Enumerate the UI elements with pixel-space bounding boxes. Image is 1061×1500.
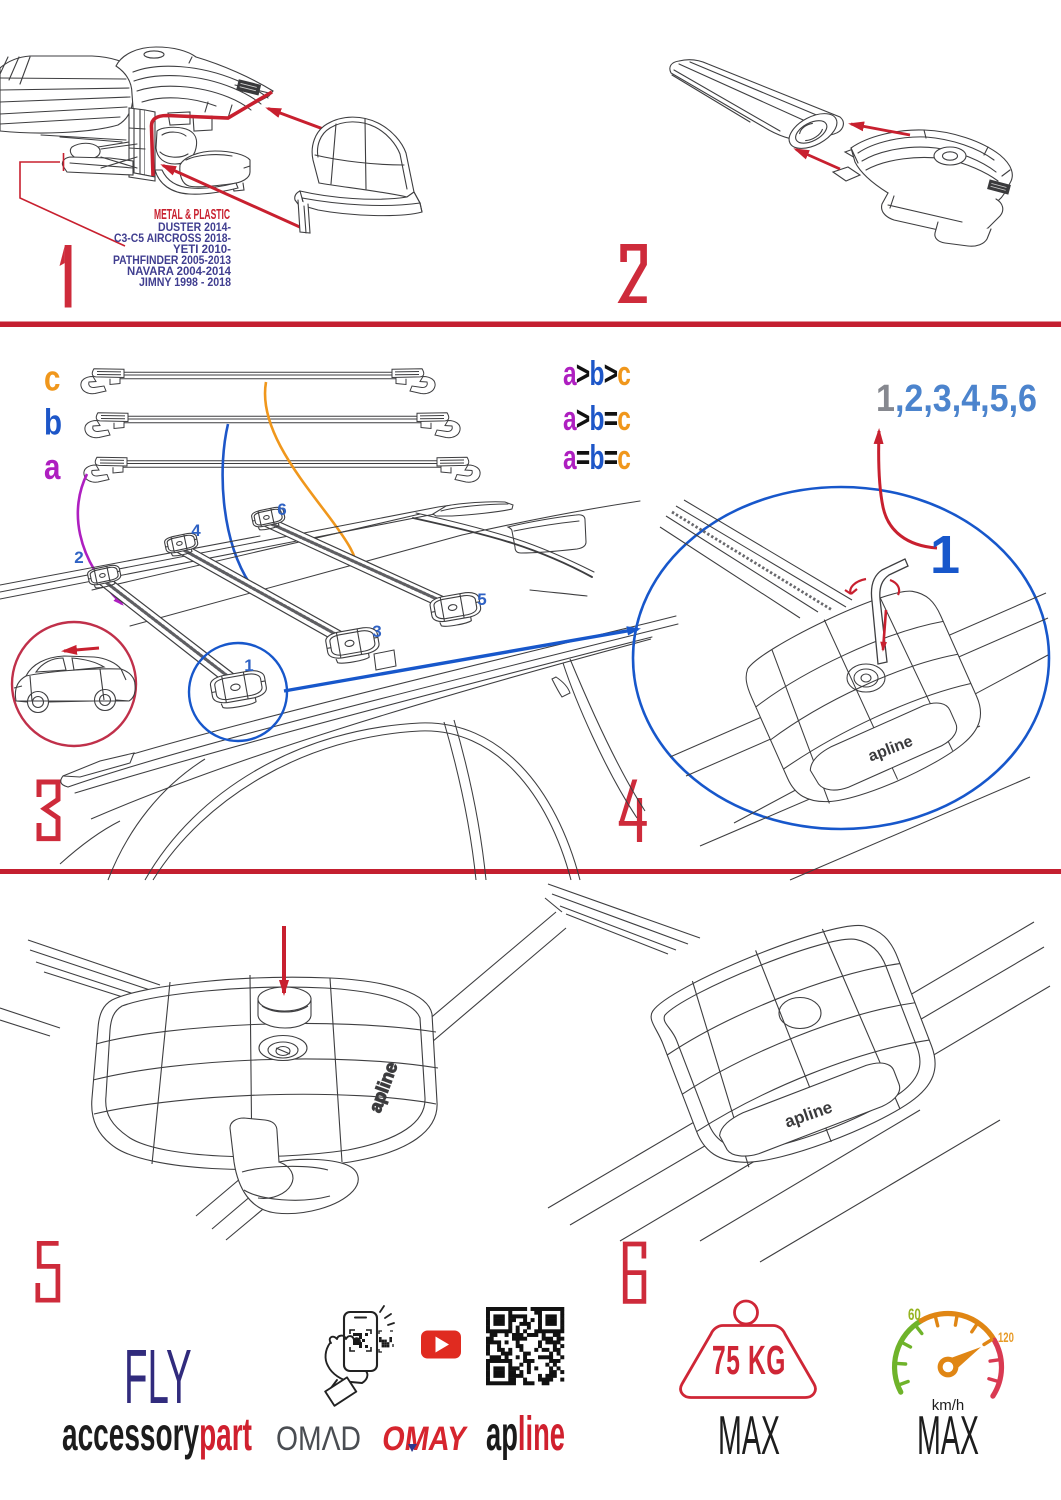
svg-text:a: a bbox=[44, 446, 61, 486]
svg-text:1: 1 bbox=[244, 656, 253, 675]
svg-text:OMAY: OMAY bbox=[380, 1420, 469, 1458]
svg-text:NAVARA 2004-2014: NAVARA 2004-2014 bbox=[127, 266, 232, 278]
svg-text:JIMNY 1998 - 2018: JIMNY 1998 - 2018 bbox=[139, 277, 232, 289]
svg-text:60: 60 bbox=[908, 1306, 921, 1325]
svg-text:PATHFINDER 2005-2013: PATHFINDER 2005-2013 bbox=[113, 255, 231, 267]
svg-text:MAX: MAX bbox=[718, 1405, 780, 1466]
svg-text:6: 6 bbox=[277, 500, 286, 519]
svg-text:c: c bbox=[44, 358, 60, 398]
svg-text:a>b=c: a>b=c bbox=[563, 400, 630, 438]
svg-text:MAX: MAX bbox=[917, 1405, 979, 1466]
svg-text:5: 5 bbox=[477, 590, 486, 609]
svg-text:DUSTER 2014-: DUSTER 2014- bbox=[158, 222, 231, 234]
svg-text:a>b>c: a>b>c bbox=[563, 355, 630, 393]
svg-text:120: 120 bbox=[998, 1329, 1014, 1345]
svg-text:apline: apline bbox=[486, 1408, 565, 1461]
svg-text:75 KG: 75 KG bbox=[712, 1338, 786, 1384]
svg-text:2: 2 bbox=[74, 548, 83, 567]
svg-text:METAL & PLASTIC: METAL & PLASTIC bbox=[154, 206, 230, 223]
svg-text:1: 1 bbox=[930, 525, 960, 585]
svg-text:km/h: km/h bbox=[932, 1397, 965, 1414]
svg-text:3: 3 bbox=[372, 622, 381, 641]
svg-text:FLY: FLY bbox=[124, 1333, 192, 1419]
svg-text:a=b=c: a=b=c bbox=[563, 439, 630, 477]
svg-text:1,2,3,4,5,6: 1,2,3,4,5,6 bbox=[876, 378, 1037, 420]
svg-text:b: b bbox=[44, 402, 62, 442]
svg-text:YETI 2010-: YETI 2010- bbox=[173, 244, 231, 256]
svg-text:4: 4 bbox=[191, 521, 201, 540]
svg-text:C3-C5 AIRCROSS 2018-: C3-C5 AIRCROSS 2018- bbox=[114, 233, 231, 245]
svg-text:OMΛD: OMΛD bbox=[276, 1420, 361, 1458]
svg-text:accessorypart: accessorypart bbox=[62, 1408, 252, 1460]
